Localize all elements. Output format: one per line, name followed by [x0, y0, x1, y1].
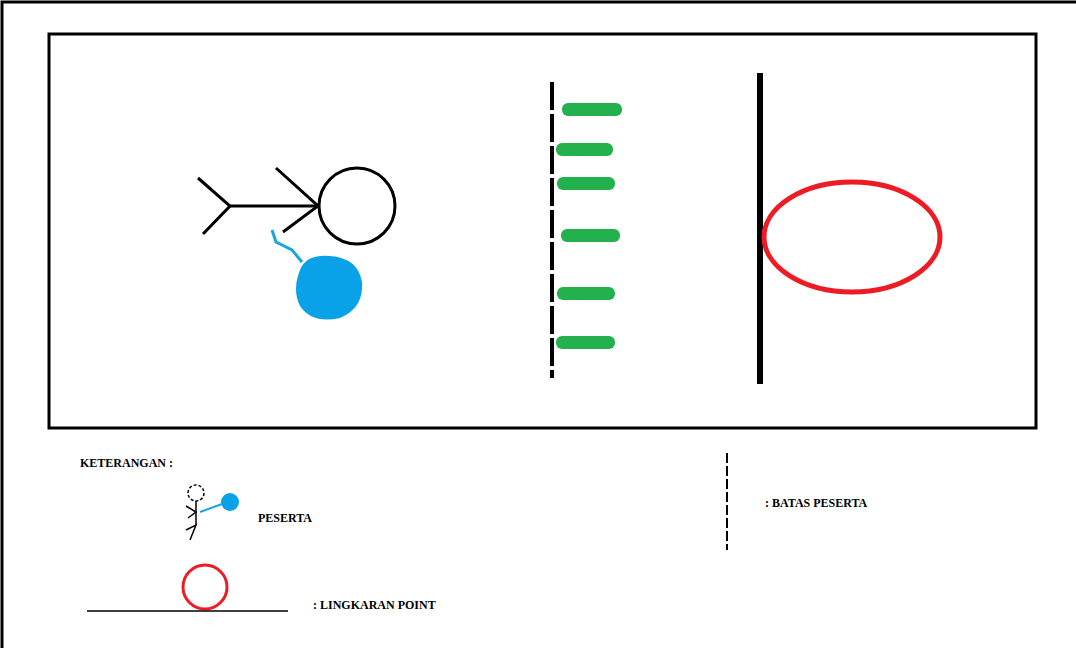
green-marker	[557, 177, 615, 190]
icon-handle	[200, 504, 222, 512]
figure-body	[228, 205, 319, 208]
icon-arms	[186, 506, 196, 518]
icon-ball	[221, 493, 239, 511]
figure-arms	[276, 168, 318, 232]
legend-heading: KETERANGAN :	[80, 456, 173, 470]
legend-boundary-sample	[726, 453, 728, 550]
ball-handle	[272, 230, 302, 262]
green-marker	[562, 103, 622, 116]
green-marker	[556, 143, 613, 156]
participant-boundary	[550, 82, 554, 378]
green-marker	[557, 287, 615, 300]
legend-text: : BATAS PESERTA	[765, 496, 867, 510]
green-marker	[556, 336, 615, 349]
legend-circle-sample	[183, 565, 227, 609]
point-circle	[764, 182, 940, 292]
figure-head	[319, 168, 395, 244]
green-marker	[561, 229, 620, 242]
field-border	[49, 34, 1036, 428]
legend-text: : LINGKARAN POINT	[313, 598, 436, 612]
ball-blob	[296, 256, 362, 320]
figure-legs	[198, 178, 230, 234]
participant-ball	[272, 230, 362, 320]
icon-head	[188, 485, 204, 501]
icon-legs	[186, 525, 196, 540]
participant-figure	[198, 168, 395, 244]
legend-participant-icon	[186, 485, 239, 540]
green-markers	[556, 103, 622, 349]
legend-text: PESERTA	[258, 511, 312, 525]
legend-line-sample	[87, 610, 288, 612]
throw-line	[757, 73, 763, 384]
